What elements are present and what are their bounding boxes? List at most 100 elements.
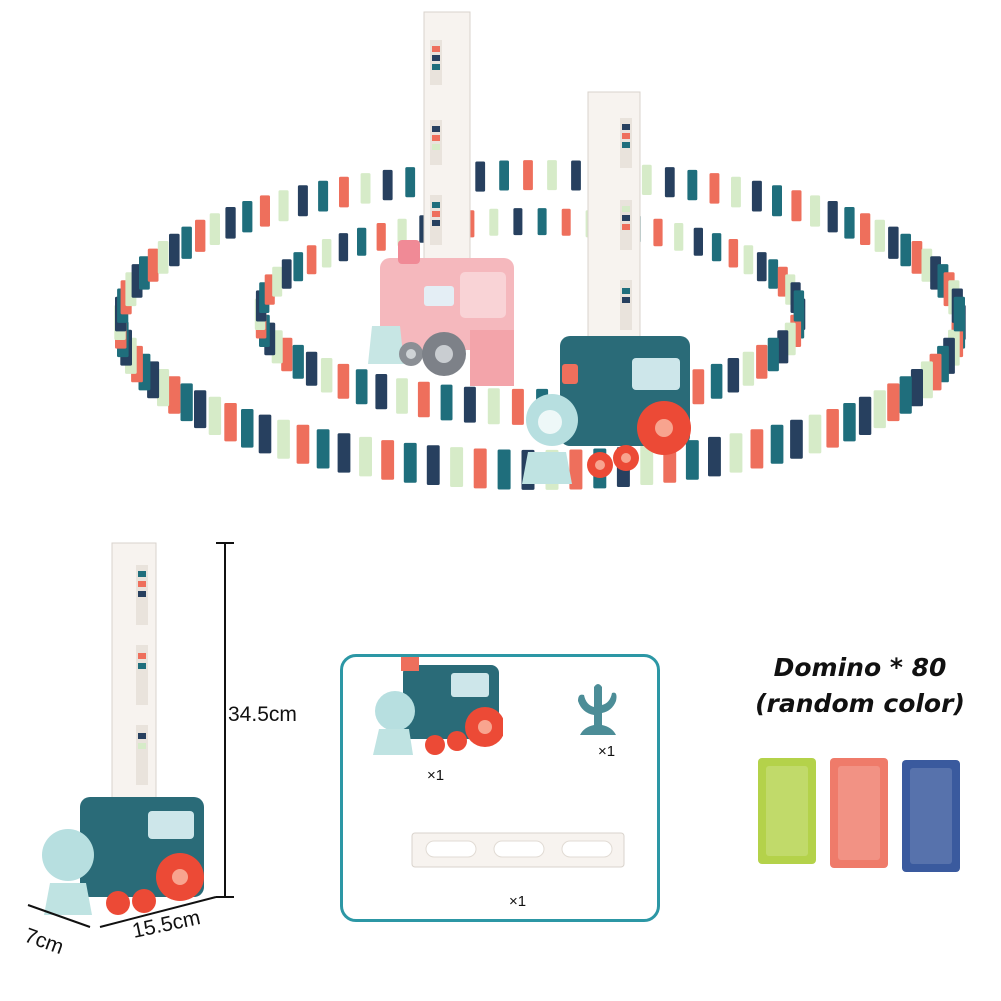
domino-tile: [321, 239, 332, 268]
domino-tile: [396, 378, 408, 414]
domino-tile: [756, 252, 767, 282]
domino-tile: [405, 167, 416, 198]
domino-sample-blue: [902, 760, 960, 872]
domino-tile: [487, 388, 500, 425]
domino-tile: [242, 201, 253, 233]
domino-tile: [272, 266, 283, 297]
height-label: 34.5cm: [228, 703, 297, 726]
domino-tile: [463, 386, 476, 423]
domino-tile: [195, 219, 206, 252]
domino-tile: [306, 245, 317, 275]
domino-tile: [742, 351, 755, 386]
domino-tile: [810, 195, 821, 227]
domino-tile: [258, 414, 272, 454]
domino-color-samples: [758, 758, 960, 872]
domino-tile: [692, 369, 705, 405]
domino-tile: [768, 259, 779, 289]
tree-item-image: [578, 684, 617, 735]
domino-tile: [208, 396, 222, 435]
dimension-diagram: 34.5cm 7cm 15.5cm: [20, 535, 330, 965]
domino-tile: [316, 429, 330, 469]
domino-tile: [827, 201, 838, 233]
domino-tile: [729, 433, 743, 473]
inner-domino-ring: [254, 208, 806, 425]
domino-tile: [209, 213, 220, 245]
domino-tile: [382, 169, 393, 201]
domino-tile: [791, 190, 802, 222]
domino-tile: [561, 208, 571, 236]
domino-tile: [511, 388, 524, 425]
domino-tile: [440, 384, 453, 421]
domino-tile: [710, 363, 723, 399]
domino-tile: [473, 448, 487, 489]
domino-tile: [751, 180, 762, 212]
domino-tile: [357, 227, 367, 256]
domino-tile: [281, 259, 292, 289]
domino-tile: [168, 376, 181, 414]
hero-domino-scene: [114, 11, 966, 490]
domino-tile: [569, 449, 583, 490]
domino-tile: [727, 358, 740, 393]
domino-tile: [641, 164, 652, 195]
domino-tile: [523, 160, 533, 191]
domino-tile: [337, 433, 351, 473]
domino-tile: [499, 160, 509, 191]
domino-tile: [339, 176, 349, 208]
domino-info-text: Domino * 80 (random color): [740, 650, 980, 722]
domino-stacker-tower-right: [587, 91, 641, 355]
domino-tile: [417, 381, 430, 418]
domino-tile: [860, 213, 871, 245]
domino-tile: [571, 160, 581, 191]
teal-train: [522, 336, 691, 484]
domino-tile: [224, 403, 237, 442]
domino-tile: [320, 358, 333, 393]
train-quantity: ×1: [427, 767, 445, 784]
domino-tile: [844, 207, 855, 239]
domino-tile: [767, 337, 779, 372]
domino-tile: [296, 424, 310, 464]
ladder-quantity: ×1: [509, 893, 527, 910]
domino-tile: [793, 290, 805, 322]
domino-tile: [475, 161, 486, 192]
domino-tile: [756, 344, 768, 379]
domino-tile: [772, 185, 782, 217]
domino-tile: [708, 436, 721, 477]
domino-tile: [397, 218, 407, 247]
domino-tile: [953, 296, 965, 332]
domino-tile: [180, 383, 193, 422]
domino-tile: [318, 180, 329, 212]
domino-tile: [843, 403, 856, 442]
domino-tile: [653, 218, 663, 247]
domino-tile: [375, 374, 388, 410]
domino-sample-green: [758, 758, 816, 864]
domino-tile: [241, 409, 254, 448]
domino-tile: [139, 256, 150, 290]
domino-tile: [450, 447, 464, 487]
domino-tile: [355, 369, 368, 405]
domino-tile: [381, 440, 395, 480]
domino-count-line: Domino * 80: [773, 653, 947, 682]
domino-tile: [292, 344, 304, 379]
domino-tile: [900, 233, 911, 267]
domino-tile: [147, 248, 159, 282]
domino-tile: [181, 226, 192, 259]
domino-tile: [911, 241, 923, 274]
pink-train: [368, 240, 514, 386]
domino-tile: [777, 330, 789, 364]
domino-tile: [711, 233, 722, 262]
domino-tile: [194, 390, 207, 429]
domino-tile: [259, 195, 270, 227]
domino-tile: [277, 419, 290, 459]
domino-color-note: (random color): [755, 689, 965, 718]
domino-tile: [693, 227, 703, 256]
domino-tile: [376, 223, 386, 251]
domino-tile: [685, 440, 699, 480]
domino-tile: [674, 223, 684, 251]
domino-tile: [360, 173, 371, 204]
domino-tile: [293, 252, 304, 282]
domino-tile: [750, 429, 764, 469]
domino-tile: [337, 363, 350, 399]
domino-tile: [640, 445, 654, 485]
domino-tile: [664, 167, 675, 198]
domino-tile: [497, 449, 511, 490]
